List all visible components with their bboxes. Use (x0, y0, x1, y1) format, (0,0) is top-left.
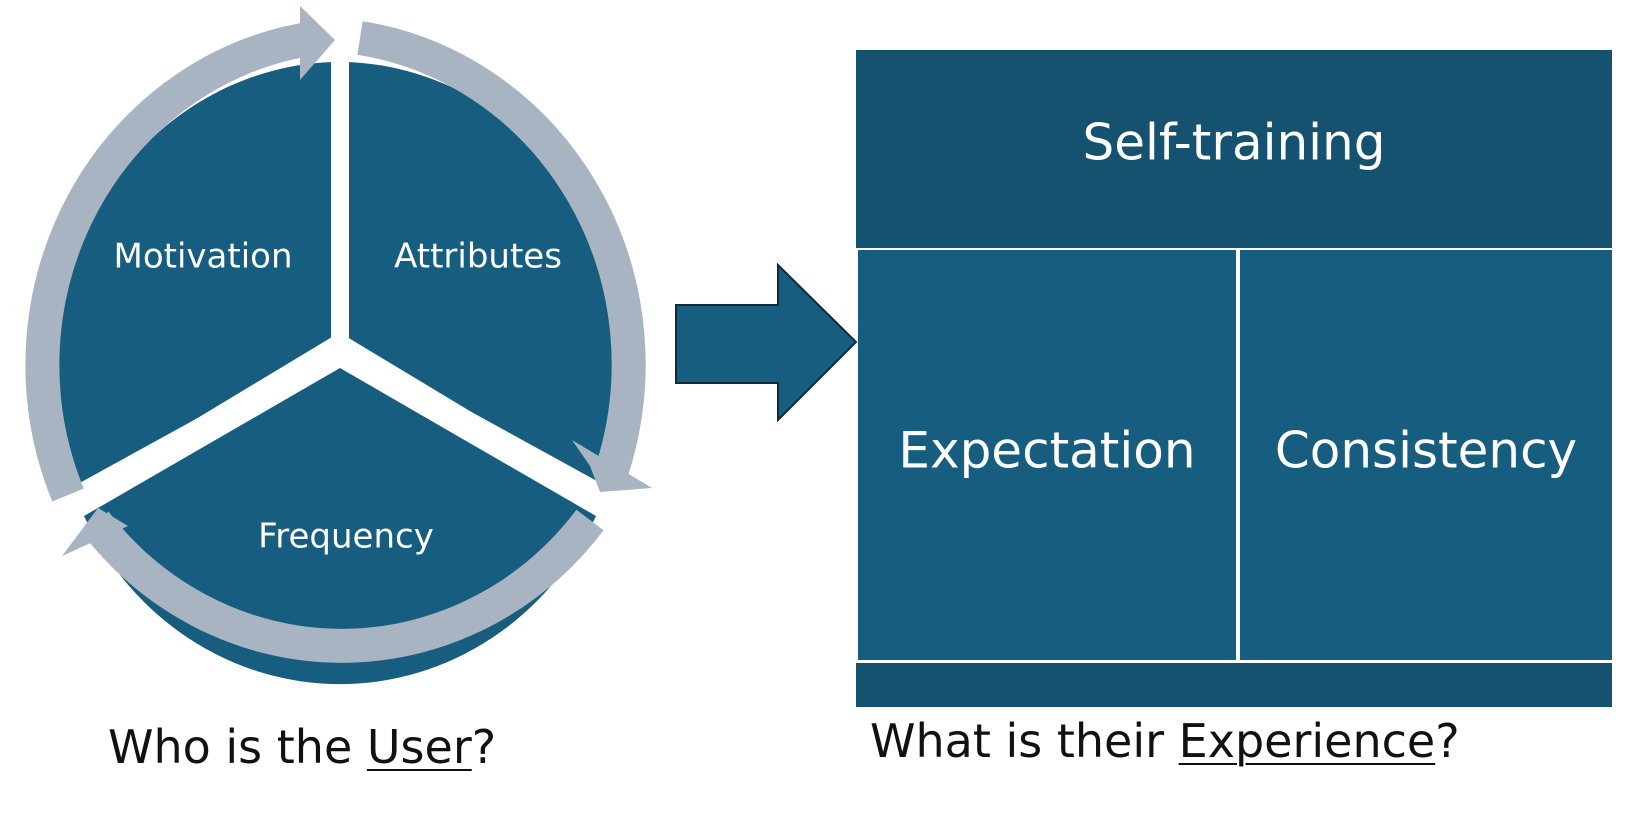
cycle-arrowheads (62, 6, 652, 556)
cycle-diagram: Motivation Attributes Frequency (25, 6, 652, 685)
experience-footer (856, 663, 1612, 707)
right-block-arrow-icon (675, 262, 858, 423)
experience-header-label: Self-training (1082, 114, 1385, 172)
experience-left-label: Expectation (898, 422, 1195, 480)
experience-right-cell (1240, 250, 1612, 660)
experience-box: Self-training Expectation Consistency (856, 50, 1612, 707)
caption-right-prefix: What is their (870, 714, 1179, 768)
caption-who-is-the-user: Who is the User? (108, 720, 496, 774)
caption-right-emphasis: Experience (1178, 714, 1436, 768)
segment-dividers (35, 20, 645, 523)
circular-cycle-arrows-icon (25, 21, 646, 663)
segment-label-frequency: Frequency (258, 517, 434, 557)
experience-left-cell (858, 250, 1236, 660)
segment-label-attributes: Attributes (394, 237, 562, 277)
caption-what-is-their-experience: What is their Experience? (870, 714, 1460, 768)
caption-left-emphasis: User (366, 720, 472, 774)
caption-left-suffix: ? (471, 720, 497, 774)
caption-right-suffix: ? (1435, 714, 1460, 768)
experience-right-label: Consistency (1275, 422, 1577, 480)
experience-header (856, 50, 1612, 248)
caption-left-prefix: Who is the (108, 720, 367, 774)
segment-label-motivation: Motivation (114, 237, 293, 277)
segment-motivation (57, 62, 332, 487)
